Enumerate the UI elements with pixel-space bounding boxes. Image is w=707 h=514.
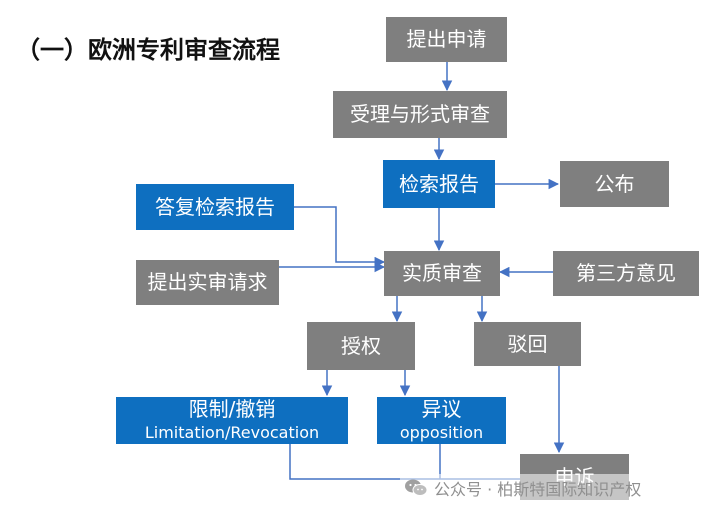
wechat-icon: [404, 478, 428, 498]
node-reply-search-report: 答复检索报告: [136, 184, 294, 230]
node-apply-label: 提出申请: [406, 27, 487, 51]
watermark: 公众号 · 柏斯特国际知识产权: [400, 474, 646, 502]
node-request-exam: 提出实审请求: [136, 260, 279, 305]
node-publish: 公布: [560, 161, 669, 207]
node-grant: 授权: [307, 322, 415, 370]
node-substantive-exam-label: 实质审查: [402, 261, 482, 285]
node-search-report: 检索报告: [383, 160, 495, 208]
node-reject: 驳回: [474, 322, 581, 366]
node-formal-exam-label: 受理与形式审查: [350, 102, 490, 126]
node-publish-label: 公布: [594, 171, 635, 196]
diagram-title: （一）欧洲专利审查流程: [16, 35, 280, 64]
node-limitation-en: Limitation/Revocation: [144, 423, 320, 443]
node-grant-label: 授权: [341, 333, 381, 358]
node-opposition-en: opposition: [399, 423, 484, 443]
watermark-text: 公众号 · 柏斯特国际知识产权: [434, 480, 642, 499]
node-limitation-zh: 限制/撤销: [188, 397, 276, 422]
node-reply-search-report-label: 答复检索报告: [155, 194, 275, 219]
node-substantive-exam: 实质审查: [384, 251, 500, 296]
node-opposition-zh: 异议: [421, 397, 462, 422]
node-opposition: 异议 opposition: [377, 397, 506, 444]
node-formal-exam: 受理与形式审查: [333, 91, 507, 138]
node-reject-label: 驳回: [507, 331, 548, 356]
node-third-party-label: 第三方意见: [576, 261, 676, 285]
node-search-report-label: 检索报告: [399, 171, 479, 196]
node-limitation-revocation: 限制/撤销 Limitation/Revocation: [116, 397, 348, 444]
node-apply: 提出申请: [386, 17, 507, 62]
arrow-reply-to-substantive: [294, 206, 386, 268]
node-third-party: 第三方意见: [553, 251, 699, 296]
node-request-exam-label: 提出实审请求: [147, 270, 268, 294]
